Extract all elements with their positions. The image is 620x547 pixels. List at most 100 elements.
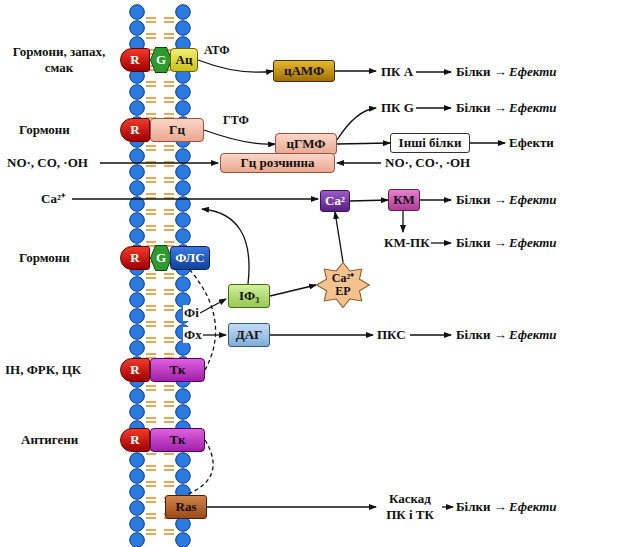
node-text: ДАГ xyxy=(236,328,263,342)
lipid-head xyxy=(130,501,145,516)
text-label: Білки → xyxy=(455,235,508,251)
node-text: Ca²⁺ ЕР xyxy=(328,272,358,298)
text-label: NO·, CO, ·OH xyxy=(6,155,89,171)
lipid-head xyxy=(130,5,145,20)
lipid-head xyxy=(130,277,145,292)
text-label: КМ-ПК xyxy=(383,235,431,251)
receptor: R xyxy=(120,48,150,72)
lipid-head xyxy=(130,213,145,228)
arrow xyxy=(72,198,318,199)
arrow xyxy=(418,199,451,200)
text-label: Каскад ПК і ТК xyxy=(378,491,442,523)
lipid-head xyxy=(130,389,145,404)
text-label: Фі xyxy=(183,305,200,321)
lipid-tail xyxy=(146,18,174,22)
text-label: Ефекти xyxy=(508,327,558,343)
lipid-head xyxy=(176,165,191,180)
text-label: Гормони xyxy=(18,250,71,266)
lipid-tail xyxy=(146,322,174,326)
connector xyxy=(270,285,316,296)
lipid-tail xyxy=(146,274,174,278)
connector xyxy=(337,143,390,144)
arrow xyxy=(270,334,373,335)
lipid-tail xyxy=(146,386,174,390)
text-label: Антигени xyxy=(20,432,79,448)
text-label: ПК G xyxy=(380,100,415,116)
text-label: Фх xyxy=(183,327,203,343)
lipid-tail xyxy=(146,98,174,102)
node-text: R xyxy=(130,123,139,137)
lipid-tail xyxy=(146,146,174,150)
lipid-head xyxy=(176,21,191,36)
ras-protein: Ras xyxy=(165,495,207,519)
connector xyxy=(198,60,273,72)
messenger-box: цАМФ xyxy=(273,60,335,82)
text-label: ІН, ФРК, ЦК xyxy=(4,362,82,378)
lipid-head xyxy=(130,165,145,180)
messenger-box: цГМФ xyxy=(275,133,337,155)
node-text: Гц розчинна xyxy=(240,156,314,170)
lipid-tail xyxy=(146,402,174,406)
receptor: R xyxy=(120,118,150,142)
arrow xyxy=(431,242,451,243)
lipid-head xyxy=(130,85,145,100)
lipid-tail xyxy=(146,290,174,294)
text-label: Гормони, запах, смак xyxy=(2,44,116,76)
lipid-head xyxy=(130,21,145,36)
arrow xyxy=(207,506,376,507)
lipid-head xyxy=(176,149,191,164)
text-label: NO·, CO·, ·OH xyxy=(384,155,471,171)
connector xyxy=(335,212,343,262)
lipid-tail xyxy=(146,194,174,198)
lipid-head xyxy=(176,101,191,116)
enzyme-box: Гц розчинна xyxy=(220,153,335,173)
lipid-tail xyxy=(146,338,174,342)
text-label: Ефекти xyxy=(508,192,558,208)
edge-label: АТФ xyxy=(203,43,231,57)
lipid-head xyxy=(130,149,145,164)
node-text: R xyxy=(130,363,139,377)
node-text: Ац xyxy=(176,53,193,67)
lipid-head xyxy=(176,181,191,196)
lipid-head xyxy=(130,341,145,356)
lipid-head xyxy=(176,389,191,404)
arrow xyxy=(416,71,451,72)
lipid-tail xyxy=(146,226,174,230)
node-text: Тк xyxy=(170,363,186,377)
messenger-box: IФ₃ xyxy=(228,284,270,308)
text-label: Ефекти xyxy=(508,499,558,515)
tyrosine-kinase: Тк xyxy=(150,358,205,382)
arrow xyxy=(410,334,451,335)
arrow xyxy=(416,107,451,108)
node-text: ФЛС xyxy=(175,251,204,265)
node-text: цГМФ xyxy=(287,137,326,151)
arrow xyxy=(200,299,226,313)
text-label: Ефекти xyxy=(508,235,558,251)
lipid-head xyxy=(130,293,145,308)
arrow xyxy=(100,162,218,163)
arrow xyxy=(402,211,403,232)
lipid-head xyxy=(130,181,145,196)
lipid-tail xyxy=(146,82,174,86)
lipid-head xyxy=(130,517,145,532)
text-label: Ca²⁺ xyxy=(40,191,66,207)
lipid-tail xyxy=(146,482,174,486)
lipid-head xyxy=(130,229,145,244)
lipid-head xyxy=(176,453,191,468)
phospholipase-box: ФЛС xyxy=(170,246,210,270)
lipid-head xyxy=(130,309,145,324)
edge-layer xyxy=(186,60,390,495)
receptor: R xyxy=(120,246,150,270)
lipid-head xyxy=(130,533,145,547)
connector xyxy=(204,130,275,144)
node-text: IФ₃ xyxy=(239,289,259,303)
node-text: G xyxy=(156,53,166,67)
text-label: Білки → xyxy=(455,64,508,80)
protein-box: Інші білки xyxy=(390,133,470,153)
lipid-head xyxy=(176,533,191,547)
receptor: R xyxy=(120,358,150,382)
signal-arrows xyxy=(72,71,505,507)
tyrosine-kinase: Тк xyxy=(150,428,205,452)
lipid-head xyxy=(176,405,191,420)
